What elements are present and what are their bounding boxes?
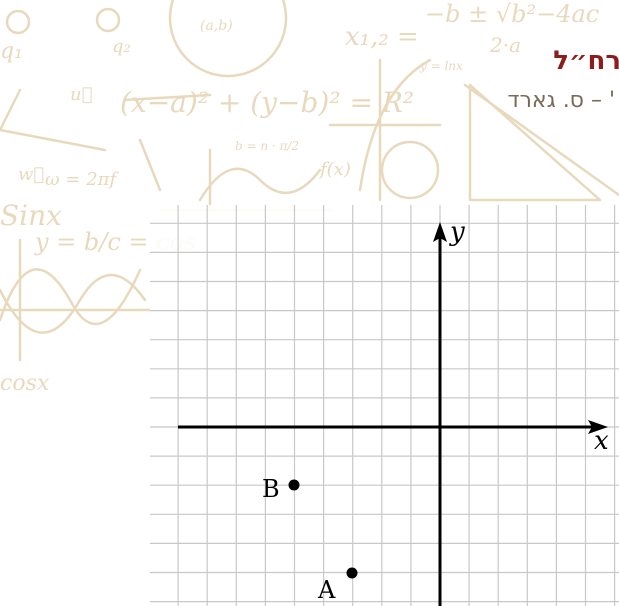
svg-text:x₁,₂ =: x₁,₂ = bbox=[345, 22, 419, 52]
svg-text:(x−a)² + (y−b)² = R²: (x−a)² + (y−b)² = R² bbox=[120, 86, 414, 119]
point-b-label: B bbox=[262, 475, 280, 503]
axes bbox=[178, 222, 608, 606]
y-axis-label: y bbox=[449, 217, 465, 247]
svg-text:2·a: 2·a bbox=[489, 33, 521, 57]
svg-text:cosx: cosx bbox=[0, 371, 50, 396]
x-axis-label: x bbox=[594, 426, 609, 456]
point-a-marker bbox=[346, 567, 358, 579]
svg-text:ω = 2πf: ω = 2πf bbox=[45, 169, 119, 190]
svg-text:Sinx: Sinx bbox=[0, 199, 62, 232]
grid-panel bbox=[150, 205, 619, 606]
svg-text:w⃗: w⃗ bbox=[18, 164, 44, 185]
svg-text:y = lnx: y = lnx bbox=[419, 59, 463, 73]
svg-text:−b ± √b²−4ac: −b ± √b²−4ac bbox=[425, 0, 599, 28]
page-title: רח״ל bbox=[553, 46, 619, 76]
author-credit: ' – ס. גארד bbox=[507, 88, 616, 113]
svg-text:f(x): f(x) bbox=[318, 159, 351, 180]
point-b-marker bbox=[288, 479, 300, 491]
svg-text:u⃗: u⃗ bbox=[70, 84, 92, 105]
svg-text:q₁: q₁ bbox=[0, 39, 23, 64]
svg-text:(a,b): (a,b) bbox=[200, 18, 233, 34]
x-axis-arrow-icon bbox=[588, 420, 608, 434]
svg-text:q₂: q₂ bbox=[112, 36, 131, 57]
grid-lines bbox=[150, 205, 619, 606]
point-a-label: A bbox=[317, 576, 336, 604]
svg-text:b = n · π/2: b = n · π/2 bbox=[235, 139, 299, 153]
y-axis-arrow-icon bbox=[433, 222, 447, 242]
